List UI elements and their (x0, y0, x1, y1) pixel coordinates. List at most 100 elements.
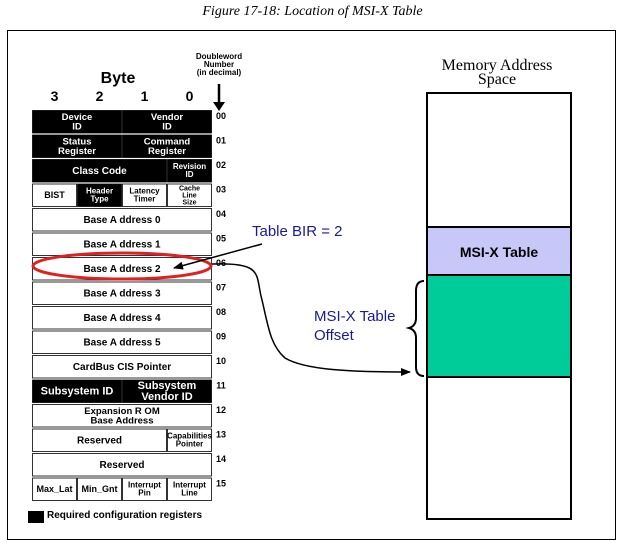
register-label: Class Code (72, 166, 127, 177)
register-label: Base A ddress 1 (83, 239, 161, 250)
figure-frame (7, 30, 616, 540)
register-label: Interrupt (128, 481, 161, 490)
register-label: Register (58, 146, 96, 157)
register-label: Base A ddress 4 (83, 313, 161, 324)
register-label: Header (86, 187, 113, 196)
register-cell (32, 232, 212, 256)
register-cell (167, 428, 212, 452)
register-label: ID (72, 121, 82, 132)
register-cell (32, 134, 122, 158)
register-label: Min_Gnt (82, 484, 118, 494)
register-cell (32, 110, 122, 134)
register-label: Max_Lat (36, 484, 72, 494)
msix-table-region-label: MSI-X Table (460, 244, 539, 260)
dword-number: 10 (216, 356, 226, 366)
register-label: Reserved (99, 460, 144, 471)
dword-number: 14 (216, 454, 226, 464)
register-label: Command (144, 136, 191, 147)
register-label: Type (90, 195, 109, 204)
register-label: Device (62, 112, 93, 123)
register-label: Expansion R OM (84, 406, 160, 417)
dword-number: 06 (216, 258, 226, 268)
register-cell (32, 453, 212, 477)
figure-caption: Figure 17-18: Location of MSI-X Table (202, 4, 423, 19)
dword-number: 07 (216, 283, 226, 293)
register-cell (32, 428, 167, 452)
register-label: Subsystem ID (41, 386, 114, 398)
register-label: ID (162, 121, 172, 132)
table-bir-arrow (173, 243, 263, 270)
dword-number: 12 (216, 405, 226, 415)
register-label: Vendor (151, 112, 184, 123)
register-label: BIST (44, 190, 65, 200)
register-label: Interrupt (173, 481, 206, 490)
dword-header-line: (in decimal) (197, 68, 242, 77)
register-label: Base A ddress 2 (83, 264, 161, 275)
config-register-table: DeviceIDVendorIDStatusRegisterCommandReg… (32, 110, 213, 501)
dword-header-line: Doubleword (196, 52, 242, 61)
register-cell (122, 110, 212, 134)
offset-label-line: Offset (314, 327, 355, 344)
byte-column-label: 2 (96, 88, 104, 104)
byte-column-label: 1 (141, 88, 149, 104)
register-label: Cache (179, 185, 200, 192)
byte-column-label: 3 (51, 88, 59, 104)
register-label: Revision (173, 162, 206, 171)
legend-label: Required configuration registers (47, 510, 203, 521)
register-label: Reserved (77, 435, 122, 446)
dword-number: 00 (216, 111, 226, 121)
register-label: Size (182, 199, 196, 206)
register-cell (32, 281, 212, 305)
bar2-highlight-ellipse (31, 251, 213, 281)
dword-number: 15 (216, 479, 226, 489)
register-cell (32, 355, 212, 379)
dword-number: 13 (216, 430, 226, 440)
register-label: Register (148, 146, 186, 157)
register-cell (32, 330, 212, 354)
register-label: Pointer (176, 440, 204, 449)
required-register-legend-swatch (28, 511, 44, 523)
offset-brace (405, 280, 425, 377)
register-label: Base A ddress 3 (83, 288, 161, 299)
register-cell (32, 404, 212, 428)
register-cell (77, 477, 122, 501)
dword-number: 08 (216, 307, 226, 317)
register-label: ID (186, 170, 194, 179)
register-cell (32, 183, 77, 207)
register-cell (167, 477, 212, 501)
register-label: Capabilities (167, 432, 212, 441)
register-label: Base A ddress 0 (83, 215, 161, 226)
register-cell (32, 208, 212, 232)
table-bir-label: Table BIR = 2 (252, 223, 342, 240)
dword-number: 05 (216, 234, 226, 244)
register-cell (32, 477, 77, 501)
register-label: Line (181, 489, 198, 498)
register-label: Line (182, 192, 196, 199)
dword-number: 04 (216, 209, 226, 219)
offset-label-line: MSI-X Table (314, 308, 395, 325)
register-label: CardBus CIS Pointer (73, 362, 171, 373)
register-label: Status (62, 136, 91, 147)
dword-number: 03 (216, 185, 226, 195)
register-cell (122, 183, 167, 207)
register-cell (32, 306, 212, 330)
dword-header-line: Number (204, 60, 234, 69)
register-cell (32, 159, 167, 183)
byte-header-title: Byte (101, 70, 136, 87)
offset-pointer-arrow (211, 263, 411, 376)
register-cell (77, 183, 122, 207)
register-cell (167, 183, 212, 207)
register-label: Timer (134, 195, 156, 204)
register-label: Base A ddress 5 (83, 337, 161, 348)
register-cell (32, 379, 122, 403)
dword-number: 02 (216, 160, 226, 170)
register-cell (122, 379, 212, 403)
register-cell (122, 477, 167, 501)
memory-title-line: Space (478, 71, 516, 88)
